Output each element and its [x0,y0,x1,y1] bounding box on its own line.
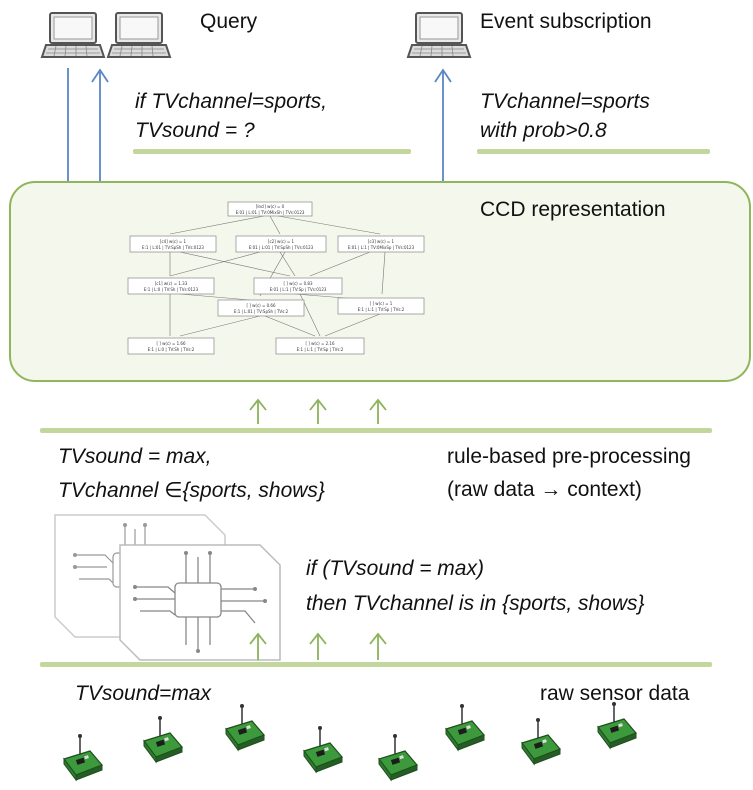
svg-text:E:01 | L:01 | TV:0MixSh | TVs:: E:01 | L:01 | TV:0MixSh | TVs:0123 [236,210,305,215]
sensor-mote-7 [521,717,561,765]
sensor-mote-5 [378,733,418,781]
svg-text:[c4] w(c) = 1: [c4] w(c) = 1 [160,239,187,244]
lattice-node-8: [ ] w(c) = 1.66 E:1 | L:0 | TV:Sh | TVs:… [127,337,215,355]
svg-text:E:1 | L:0 | TV:Sh | TVs:2: E:1 | L:0 | TV:Sh | TVs:2 [148,347,195,352]
query-label: Query [200,10,258,33]
svg-text:E:1 | L:01 | TV:SpSh | TVs:2: E:1 | L:01 | TV:SpSh | TVs:2 [234,309,289,314]
event-subscription-label: Event subscription [480,10,652,33]
query-text-line2: TVsound = ? [135,119,255,142]
event-text-line1: TVchannel=sports [480,90,650,113]
preprocessing-line2: (raw data → context) [447,478,642,501]
lattice-node-7: [ ] w(c) = 0.66 E:1 | L:01 | TV:SpSh | T… [217,299,305,317]
rule-line2: then TVchannel is in {sports, shows} [306,592,645,615]
context-line1: TVsound = max, [58,445,212,468]
lattice-node-5: [ ] w(c) = 0.83 E:01 | L:1 | TV:Sp | TVs… [253,277,343,295]
svg-text:[c2] w(c) = 1: [c2] w(c) = 1 [268,239,295,244]
laptop-icon-query-2 [106,12,172,58]
laptop-icon-event [406,12,472,58]
chip-rule-icon-front [119,544,281,661]
sensor-mote-2 [143,715,183,763]
lattice-node-2: [c2] w(c) = 1 E:01 | L:01 | TV:SpSh | TV… [235,235,327,253]
lattice-node-1: [c4] w(c) = 1 E:1 | L:01 | TV:SpSh | TVs… [129,235,217,253]
context-line2: TVchannel ∈{sports, shows} [58,479,325,502]
svg-text:[c3] w(c) = 1: [c3] w(c) = 1 [368,239,395,244]
preprocessing-line-upper [40,428,712,433]
svg-text:[ ] w(c) = 2.16: [ ] w(c) = 2.16 [305,341,335,346]
lattice-node-0: [Incl] w(c) = 0 E:01 | L:01 | TV:0MixSh … [227,201,313,217]
sensor-mote-4 [303,725,343,773]
lattice-node-4: [c1] w(c) = 1.33 E:1 | L:0 | TV:Sh | TVs… [127,277,215,295]
sensor-mote-icons [63,701,637,781]
query-underline [133,149,411,154]
preprocessing-line1: rule-based pre-processing [447,445,691,468]
query-text-line1: if TVchannel=sports, [135,90,328,113]
green-arrows-lower [249,632,387,660]
svg-text:E:01 | L:1 | TV:Sp | TVs:0123: E:01 | L:1 | TV:Sp | TVs:0123 [270,287,327,292]
svg-text:E:1 | L:1 | TV:Sp | TVs:2: E:1 | L:1 | TV:Sp | TVs:2 [358,307,405,312]
sensor-mote-1 [63,733,103,781]
green-arrows-upper [249,398,387,424]
lattice-node-9: [ ] w(c) = 2.16 E:1 | L:1 | TV:Sp | TVs:… [275,337,365,355]
laptop-icon-query-1 [40,12,106,58]
event-underline [477,149,710,154]
sensor-mote-6 [445,703,485,751]
svg-text:E:1 | L:1 | TV:Sp | TVs:2: E:1 | L:1 | TV:Sp | TVs:2 [297,347,344,352]
svg-text:[c1] w(c) = 1.33: [c1] w(c) = 1.33 [155,281,188,286]
raw-data-line [40,662,712,667]
svg-text:E:01 | L:1 | TV:0MixSp | TVs:0: E:01 | L:1 | TV:0MixSp | TVs:0123 [348,245,415,250]
lattice-node-6: [ ] w(c) = 1 E:1 | L:1 | TV:Sp | TVs:2 [337,297,425,315]
svg-text:E:01 | L:01 | TV:SpSh | TVs:01: E:01 | L:01 | TV:SpSh | TVs:0123 [249,245,314,250]
svg-text:E:1 | L:01 | TV:SpSh | TVs:012: E:1 | L:01 | TV:SpSh | TVs:0123 [142,245,204,250]
svg-text:[ ] w(c) = 0.66: [ ] w(c) = 0.66 [246,303,276,308]
svg-text:E:1 | L:0 | TV:Sh | TVs:0123: E:1 | L:0 | TV:Sh | TVs:0123 [144,287,199,292]
lattice-edges [169,215,386,337]
svg-text:[Incl] w(c) = 0: [Incl] w(c) = 0 [256,204,285,209]
raw-reading-label: TVsound=max [75,682,211,705]
raw-sensor-data-label: raw sensor data [540,682,690,705]
svg-text:[ ] w(c) = 0.83: [ ] w(c) = 0.83 [283,281,313,286]
svg-text:[ ] w(c) = 1.66: [ ] w(c) = 1.66 [156,341,186,346]
event-text-line2: with prob>0.8 [480,119,607,142]
rule-line1: if (TVsound = max) [306,557,484,580]
svg-text:[ ] w(c) = 1: [ ] w(c) = 1 [370,301,393,306]
sensor-mote-8 [597,701,637,749]
sensor-mote-3 [225,703,265,751]
lattice-node-3: [c3] w(c) = 1 E:01 | L:1 | TV:0MixSp | T… [337,235,425,253]
ccd-lattice-graph: [Incl] w(c) = 0 E:01 | L:01 | TV:0MixSh … [127,201,425,355]
ccd-title: CCD representation [480,198,666,221]
